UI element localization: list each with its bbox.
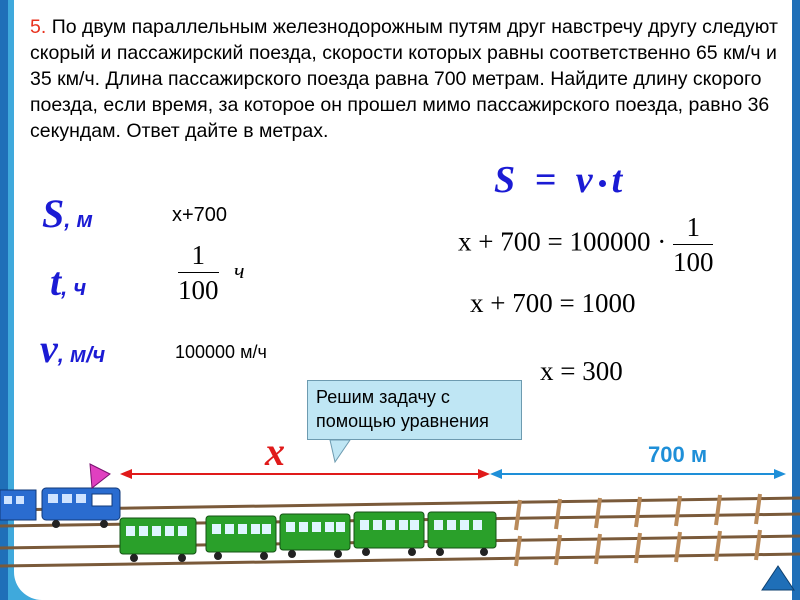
formula-t: t [611, 159, 623, 201]
time-unit: , ч [61, 275, 87, 300]
distance-unit: , м [64, 207, 93, 232]
equation-line-1: x + 700 = 100000 · 1 100 [458, 210, 714, 279]
speed-unit: , м/ч [57, 342, 106, 367]
speed-value: 100000 м/ч [175, 342, 267, 362]
passenger-train-length-label: 700 м [648, 442, 708, 467]
distance-value: x+700 [172, 204, 228, 226]
equation-line-3: x = 300 [540, 356, 623, 386]
callout-pointer [329, 439, 351, 464]
unknown-length-label: x [265, 429, 285, 474]
problem-text: 5. По двум параллельным железнодорожным … [30, 14, 790, 144]
speed-label: v, м/ч [40, 325, 105, 372]
speed-symbol: v [40, 326, 58, 371]
equation-line-1-left: x + 700 = 100000 · [458, 226, 667, 257]
equation-line-1-numerator: 1 [686, 212, 700, 242]
time-symbol: t [50, 259, 62, 304]
formula-equals: = [534, 159, 557, 201]
time-fraction-denominator: 100 [178, 272, 219, 307]
problem-number: 5. [30, 16, 47, 38]
time-label: t, ч [50, 258, 86, 305]
equation-line-2: x + 700 = 1000 [470, 288, 636, 318]
corner-arrow-icon [761, 565, 795, 591]
equation-line-1-denominator: 100 [672, 244, 714, 279]
time-value-unit: ч [234, 258, 245, 283]
distance-label: S, м [42, 190, 93, 237]
right-border [792, 0, 800, 600]
unknown-length-arrow [120, 469, 490, 479]
time-fraction-numerator: 1 [191, 240, 206, 270]
time-fraction: 1 100 [178, 238, 219, 307]
formula-v: v [575, 159, 593, 201]
problem-body: По двум параллельным железнодорожным пут… [30, 16, 778, 142]
express-train [0, 463, 121, 528]
passenger-train [119, 511, 497, 562]
left-border [0, 0, 8, 600]
distance-symbol: S [42, 191, 65, 236]
multiplication-dot-icon [598, 179, 606, 187]
hint-callout: Решим задачу с помощью уравнения [307, 380, 522, 440]
formula-s: S [494, 159, 516, 201]
passenger-length-arrow [490, 469, 786, 479]
